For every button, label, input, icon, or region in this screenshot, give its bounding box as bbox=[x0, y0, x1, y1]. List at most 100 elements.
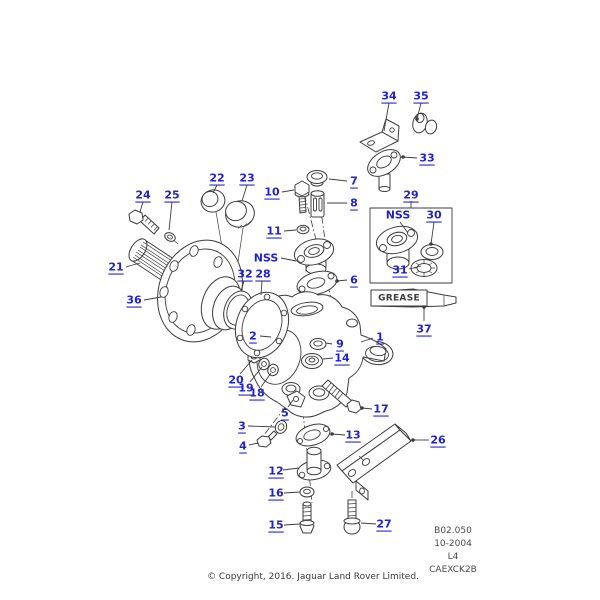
callout-11: 11 bbox=[266, 225, 297, 238]
part-number-label-7: 7 bbox=[350, 175, 358, 188]
part-15-bolt bbox=[299, 501, 315, 534]
part-number-label-5: 5 bbox=[281, 407, 289, 420]
part-3-washer bbox=[274, 420, 288, 434]
callout-25: 25 bbox=[164, 189, 180, 231]
part-number-label-14: 14 bbox=[334, 352, 350, 365]
part-number-label-37: 37 bbox=[416, 323, 431, 336]
callout-17: 17 bbox=[360, 403, 389, 416]
callout-31: 31 bbox=[392, 264, 422, 277]
part-8-bush bbox=[310, 190, 325, 218]
part-number-label-26: 26 bbox=[430, 434, 446, 447]
callout-22: 22 bbox=[209, 172, 225, 194]
sheet-revision: L4 bbox=[447, 552, 459, 562]
part-34-bracket bbox=[359, 118, 400, 153]
leader-line bbox=[283, 523, 301, 526]
part-12-lower-swivel-pin bbox=[296, 446, 332, 481]
part-number-label-24: 24 bbox=[135, 189, 151, 202]
part-26-steering-stop-bracket bbox=[336, 423, 412, 501]
leader-line bbox=[241, 184, 248, 202]
leader-endpoint-dot bbox=[330, 432, 334, 436]
callout-28: 28 bbox=[255, 268, 271, 296]
part-number-label-30: 30 bbox=[426, 209, 442, 222]
part-11-lock-washer bbox=[296, 224, 310, 235]
callout-9: 9 bbox=[325, 338, 344, 351]
part-number-label-17: 17 bbox=[373, 403, 388, 416]
callout-16: 16 bbox=[268, 487, 301, 500]
part-number-label-22: 22 bbox=[209, 172, 224, 185]
leader-endpoint-dot bbox=[401, 155, 405, 159]
part-9-seal-ring bbox=[309, 338, 327, 350]
part-31-bearing bbox=[410, 259, 438, 277]
part-33-lock-plate bbox=[367, 149, 401, 192]
callout-29: 29 bbox=[403, 189, 419, 208]
part-22-bush bbox=[200, 189, 226, 213]
leader-line bbox=[281, 189, 295, 193]
callout-8: 8 bbox=[327, 197, 358, 210]
callout-34: 34 bbox=[381, 90, 397, 132]
leader-line bbox=[249, 366, 263, 383]
callout-12: 12 bbox=[268, 465, 300, 478]
part-number-label-35: 35 bbox=[413, 90, 428, 103]
leader-line bbox=[260, 372, 272, 388]
part-number-label-NSS: NSS bbox=[254, 252, 279, 265]
leader-line bbox=[168, 201, 173, 231]
part-14-bearing-bore bbox=[301, 353, 323, 369]
part-number-label-23: 23 bbox=[239, 172, 254, 185]
part-number-label-19: 19 bbox=[238, 382, 253, 395]
sheet-date: 10-2004 bbox=[434, 539, 472, 549]
leader-line bbox=[260, 280, 263, 296]
part-18-washer bbox=[267, 363, 279, 377]
leader-line bbox=[430, 221, 435, 245]
callout-14: 14 bbox=[322, 352, 350, 365]
leader-line bbox=[240, 280, 245, 292]
part-19-washer bbox=[258, 357, 270, 371]
callout-20: 20 bbox=[228, 359, 253, 387]
leader-line bbox=[143, 296, 162, 301]
part-number-label-13: 13 bbox=[345, 429, 360, 442]
sheet-info-block: B02.050 10-2004 L4 CAEXCK2B bbox=[408, 525, 498, 577]
callout-27: 27 bbox=[360, 518, 392, 531]
part-number-label-12: 12 bbox=[268, 465, 283, 478]
part-25-clip bbox=[164, 232, 179, 245]
part-27-bolt bbox=[343, 499, 361, 535]
sheet-id: CAEXCK2B bbox=[429, 565, 477, 575]
part-number-label-27: 27 bbox=[376, 518, 391, 531]
leader-line bbox=[287, 399, 294, 408]
copyright-notice: © Copyright, 2016. Jaguar Land Rover Lim… bbox=[207, 572, 419, 582]
kit-box-29 bbox=[369, 207, 453, 284]
leader-line bbox=[322, 357, 334, 360]
grease-tube: GREASE bbox=[370, 288, 457, 308]
callout-13: 13 bbox=[330, 429, 361, 442]
callout-NSS: NSS bbox=[254, 252, 297, 265]
leader-endpoint-dot bbox=[429, 242, 433, 246]
part-number-label-25: 25 bbox=[164, 189, 179, 202]
part-30-seal-washer bbox=[420, 244, 444, 260]
part-number-label-3: 3 bbox=[238, 420, 246, 433]
part-number-label-NSS: NSS bbox=[386, 209, 411, 222]
leader-line bbox=[283, 491, 301, 494]
leader-line bbox=[280, 257, 297, 262]
part-23-bush bbox=[225, 200, 255, 229]
callout-26: 26 bbox=[411, 434, 446, 447]
callout-5: 5 bbox=[281, 399, 294, 420]
part-number-label-28: 28 bbox=[255, 268, 270, 281]
callout-15: 15 bbox=[268, 519, 301, 532]
callout-7: 7 bbox=[328, 175, 358, 188]
part-number-label-8: 8 bbox=[350, 197, 358, 210]
callout-19: 19 bbox=[238, 366, 263, 395]
leader-endpoint-dot bbox=[411, 438, 415, 442]
leader-endpoint-dot bbox=[360, 406, 364, 410]
callout-33: 33 bbox=[401, 152, 435, 165]
callout-NSS: NSS bbox=[386, 209, 411, 234]
leader-line bbox=[325, 342, 333, 345]
leader-line bbox=[402, 156, 418, 159]
part-number-label-11: 11 bbox=[266, 225, 281, 238]
part-number-label-15: 15 bbox=[268, 519, 283, 532]
callout-35: 35 bbox=[413, 90, 429, 121]
callout-24: 24 bbox=[135, 189, 151, 213]
part-13-gasket bbox=[295, 423, 331, 447]
callout-23: 23 bbox=[239, 172, 255, 202]
part-number-label-36: 36 bbox=[126, 294, 142, 307]
